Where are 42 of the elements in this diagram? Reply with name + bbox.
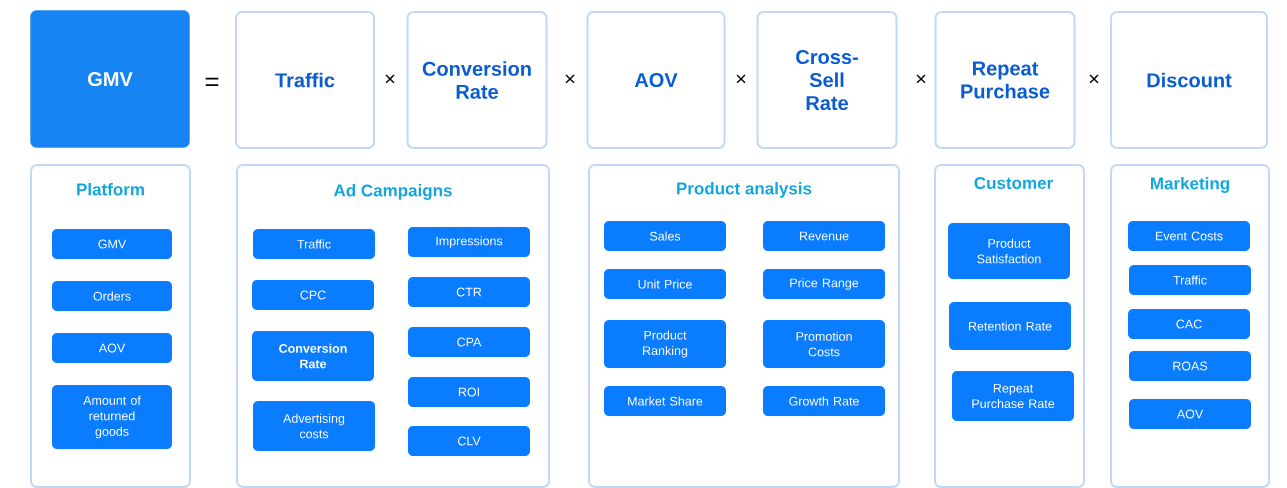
metric-chip: Advertising costs: [253, 401, 375, 451]
metric-chip: Impressions: [408, 227, 530, 257]
metric-chip: CLV: [408, 426, 530, 456]
factor-box: Traffic: [235, 11, 375, 149]
metric-chip: Price Range: [763, 269, 885, 299]
factor-box: Conversion Rate: [406, 11, 548, 149]
metric-chip: Growth Rate: [763, 386, 885, 416]
operator-symbol: ×: [1089, 74, 1099, 84]
metric-chip: Sales: [604, 221, 726, 251]
metric-chip: CAC: [1128, 309, 1250, 339]
metric-chip: Market Share: [604, 386, 726, 416]
metric-chip: Amount of returned goods: [52, 385, 172, 449]
operator-symbol: ×: [916, 74, 926, 84]
factor-box: Discount: [1110, 11, 1268, 149]
metric-chip: CPA: [408, 327, 530, 357]
metric-chip: GMV: [52, 229, 172, 259]
operator-symbol: ×: [565, 74, 575, 84]
metric-chip: Orders: [52, 281, 172, 311]
metric-chip: ROAS: [1129, 351, 1251, 381]
factor-box: Cross-Sell Rate: [756, 11, 898, 149]
factor-box: Repeat Purchase: [934, 11, 1076, 149]
metric-chip: Unit Price: [604, 269, 726, 299]
metric-chip: ROI: [408, 377, 530, 407]
metric-chip: Traffic: [1129, 265, 1251, 295]
metric-chip: Event Costs: [1128, 221, 1250, 251]
metric-chip: Promotion Costs: [763, 320, 885, 368]
metric-chip: Repeat Purchase Rate: [952, 371, 1074, 421]
formula-result-box: GMV: [30, 10, 190, 148]
metric-chip: Traffic: [253, 229, 375, 259]
metric-chip: CTR: [408, 277, 530, 307]
operator-symbol: ×: [385, 74, 395, 84]
operator-symbol: ×: [736, 74, 746, 84]
metric-chip: Revenue: [763, 221, 885, 251]
factor-box: AOV: [586, 11, 726, 149]
metric-chip: AOV: [52, 333, 172, 363]
metric-chip: CPC: [252, 280, 374, 310]
metric-chip: Retention Rate: [949, 302, 1071, 350]
metric-chip: AOV: [1129, 399, 1251, 429]
metric-chip: Product Satisfaction: [948, 223, 1070, 279]
operator-symbol: =: [205, 77, 219, 86]
metric-chip: Conversion Rate: [252, 331, 374, 381]
metric-chip: Product Ranking: [604, 320, 726, 368]
